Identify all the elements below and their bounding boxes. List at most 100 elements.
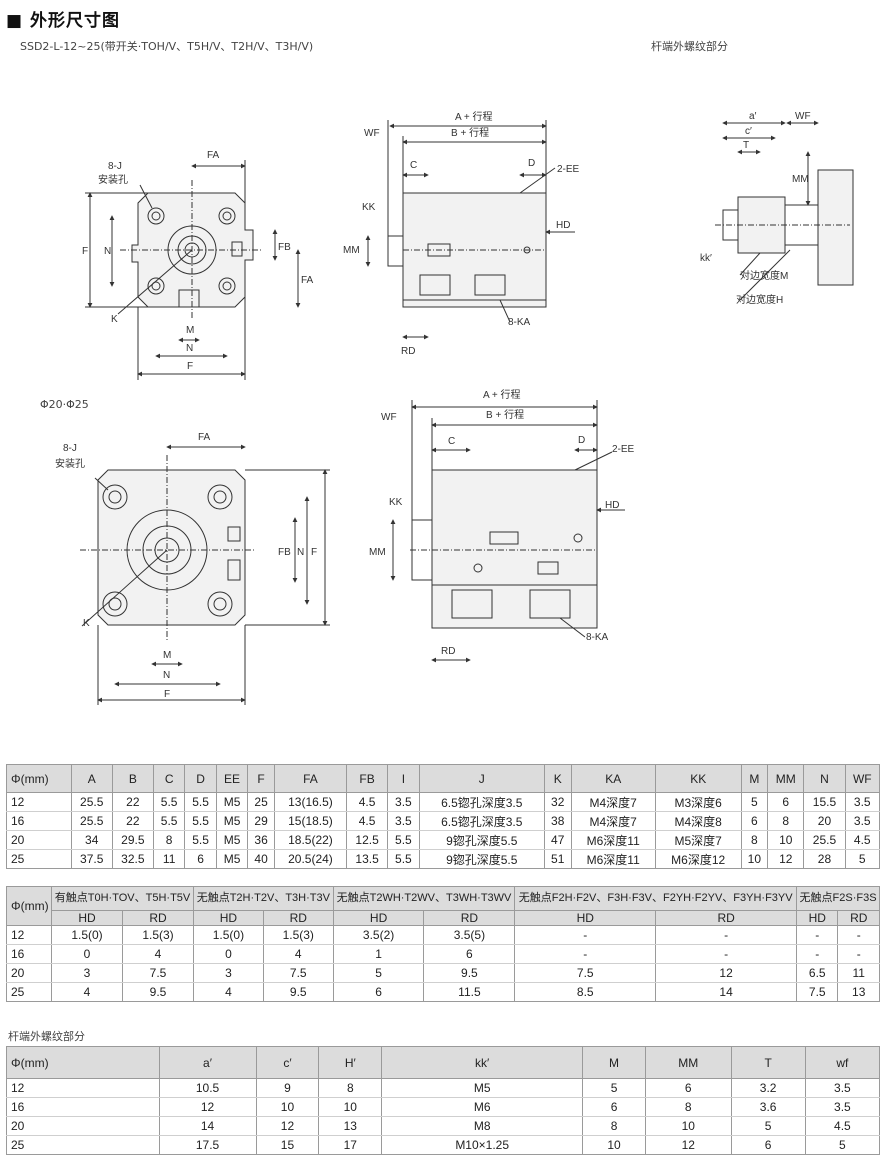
table1-cell: 40 bbox=[247, 849, 275, 869]
table1-cell: M5 bbox=[215, 830, 249, 850]
label-rd: RD bbox=[401, 346, 415, 357]
rod-thread-title: 杆端外螺纹部分 bbox=[651, 40, 728, 53]
table1-cell: 13.5 bbox=[345, 849, 389, 869]
table3-cell: M10×1.25 bbox=[381, 1135, 584, 1155]
table2-cell: 9.5 bbox=[262, 982, 334, 1002]
label-d-large: D bbox=[578, 435, 585, 446]
table1-cell: M6深度12 bbox=[654, 849, 742, 869]
table2-cell: - bbox=[837, 944, 880, 964]
label-hd: HD bbox=[556, 220, 570, 231]
table2-cell: - bbox=[837, 925, 880, 945]
table3-cell: 9 bbox=[255, 1078, 320, 1098]
table1-cell: 6 bbox=[740, 811, 769, 831]
table1-cell: M6深度11 bbox=[570, 830, 656, 850]
label-mm: MM bbox=[343, 245, 360, 256]
table1-header-cell: C bbox=[152, 764, 186, 793]
table3-cell: M6 bbox=[381, 1097, 584, 1117]
table1-cell: 29 bbox=[247, 811, 275, 831]
table2-cell: 11 bbox=[837, 963, 880, 983]
table3-cell: 12 bbox=[255, 1116, 320, 1136]
label-a-stroke: A + 行程 bbox=[455, 110, 493, 123]
table2-cell: 0 bbox=[192, 944, 264, 964]
table1-cell: 16 bbox=[6, 811, 72, 831]
label-f2: F bbox=[187, 361, 193, 372]
table2-cell: 1.5(0) bbox=[51, 925, 123, 945]
table1-cell: 6 bbox=[767, 792, 805, 812]
table1-cell: 22 bbox=[111, 792, 154, 812]
table1-cell: 3.5 bbox=[844, 792, 881, 812]
table3-cell: M8 bbox=[381, 1116, 584, 1136]
label-mm-large: MM bbox=[369, 547, 386, 558]
label-wf-small: WF bbox=[795, 111, 811, 122]
table2-sub-header: RD bbox=[655, 910, 798, 926]
table2-cell: - bbox=[796, 944, 839, 964]
label-d: D bbox=[528, 158, 535, 169]
label-kk-large: KK bbox=[389, 497, 403, 508]
table1-cell: 10 bbox=[740, 849, 769, 869]
table3-cell: 12 bbox=[6, 1078, 160, 1098]
table3-cell: 17.5 bbox=[158, 1135, 257, 1155]
table2-group-header: 有触点T0H·TOV、T5H·T5V bbox=[51, 886, 194, 911]
table1-cell: 4.5 bbox=[844, 830, 881, 850]
table3-cell: 10 bbox=[582, 1135, 646, 1155]
table3-cell: 8 bbox=[644, 1097, 732, 1117]
table3-cell: 5 bbox=[804, 1135, 881, 1155]
table1-cell: M4深度7 bbox=[570, 811, 656, 831]
table1-cell: M5 bbox=[215, 811, 249, 831]
table1-cell: 25 bbox=[6, 849, 72, 869]
table1-cell: 5.5 bbox=[387, 830, 420, 850]
table3-cell: 10.5 bbox=[158, 1078, 257, 1098]
table3-header-cell: T bbox=[730, 1046, 806, 1079]
table2-cell: - bbox=[514, 944, 657, 964]
table2-cell: - bbox=[514, 925, 657, 945]
table1-header-cell: I bbox=[387, 764, 420, 793]
table1-cell: 20.5(24) bbox=[273, 849, 348, 869]
table2-cell: - bbox=[655, 925, 798, 945]
table1-cell: 47 bbox=[543, 830, 572, 850]
front-view-small bbox=[85, 160, 301, 380]
table2-cell: 3.5(5) bbox=[423, 925, 516, 945]
label-wf: WF bbox=[364, 128, 380, 139]
label-n2: N bbox=[186, 343, 193, 354]
table1-cell: 6.5锪孔深度3.5 bbox=[418, 792, 545, 812]
table1-header-cell: B bbox=[111, 764, 154, 793]
label-c: C bbox=[410, 160, 417, 171]
table1-cell: 8 bbox=[767, 811, 805, 831]
table1-cell: 3.5 bbox=[387, 792, 420, 812]
table3-header-cell: H′ bbox=[318, 1046, 383, 1079]
table1-cell: 25.5 bbox=[803, 830, 846, 850]
table3-cell: 6 bbox=[644, 1078, 732, 1098]
label-fa: FA bbox=[207, 150, 220, 161]
rod-thread-table-label: 杆端外螺纹部分 bbox=[8, 1030, 85, 1043]
side-view-small bbox=[365, 120, 575, 340]
label-n2-large: N bbox=[163, 670, 170, 681]
table2-sub-header: HD bbox=[796, 910, 839, 926]
table3-cell: 16 bbox=[6, 1097, 160, 1117]
label-fa-large: FA bbox=[198, 432, 211, 443]
table3-cell: 10 bbox=[318, 1097, 383, 1117]
table1-cell: 32 bbox=[543, 792, 572, 812]
front-view-large bbox=[80, 444, 330, 705]
label-a-stroke-large: A + 行程 bbox=[483, 388, 521, 401]
table2-cell: 6 bbox=[332, 982, 425, 1002]
table2-cell: - bbox=[655, 944, 798, 964]
table3-cell: 8 bbox=[318, 1078, 383, 1098]
table1-cell: 8 bbox=[740, 830, 769, 850]
table1-cell: 5.5 bbox=[184, 830, 217, 850]
table3-cell: 3.2 bbox=[730, 1078, 806, 1098]
label-c-large: C bbox=[448, 436, 455, 447]
table2-cell: 3 bbox=[51, 963, 123, 983]
table1-header-cell: FB bbox=[345, 764, 389, 793]
table2-cell: 20 bbox=[5, 963, 53, 983]
table1-header-cell: K bbox=[543, 764, 572, 793]
